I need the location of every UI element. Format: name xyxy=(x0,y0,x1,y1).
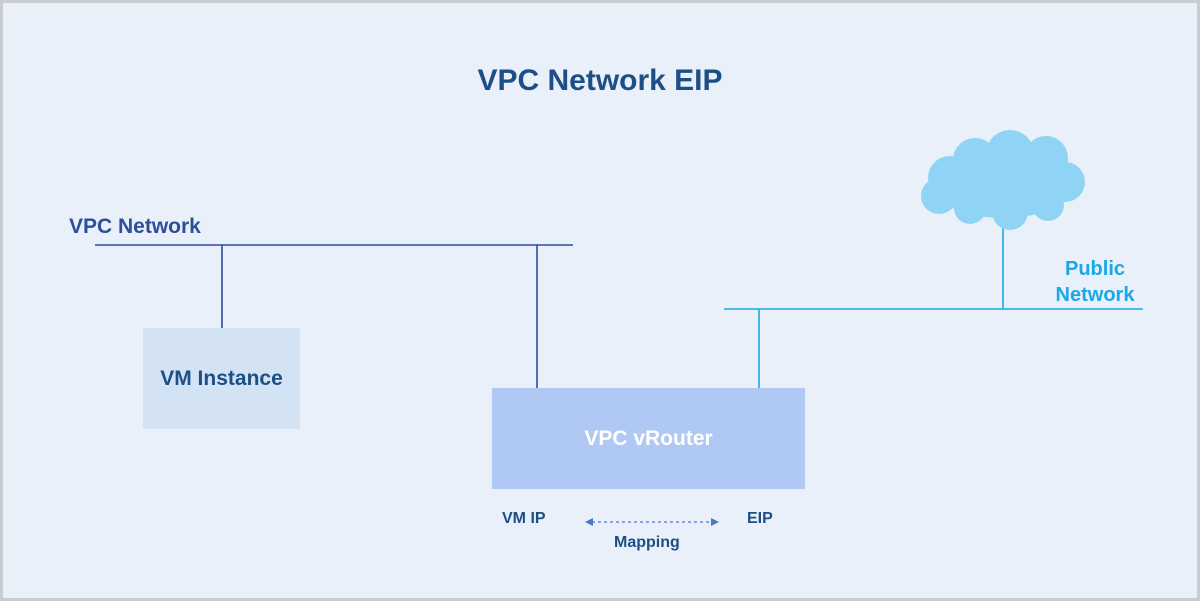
diagram-title: VPC Network EIP xyxy=(477,64,723,97)
eip-label: EIP xyxy=(747,510,773,527)
mapping-label: Mapping xyxy=(614,534,680,551)
vm-instance-label: VM Instance xyxy=(160,366,283,390)
vm-instance-box: VM Instance xyxy=(143,328,300,429)
vpc-vrouter-label: VPC vRouter xyxy=(584,426,713,450)
mapping-arrow xyxy=(585,518,719,526)
vpc-network-label: VPC Network xyxy=(69,215,201,238)
vpc-vrouter-box: VPC vRouter xyxy=(492,388,805,489)
vm-ip-label: VM IP xyxy=(502,510,546,527)
cloud-icon xyxy=(921,130,1085,230)
public-network-label: Public Network xyxy=(1055,258,1135,306)
